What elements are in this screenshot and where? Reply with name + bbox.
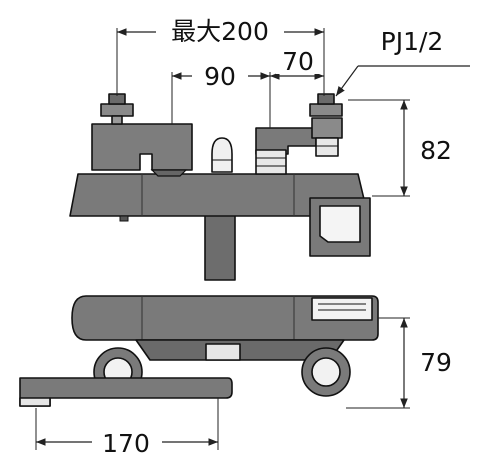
left-inlet-fitting [100,93,134,125]
dim-height: 82 [420,136,452,165]
side-view [19,295,379,407]
right-elbow-arm [255,127,317,175]
dim-center-offset: 90 [204,62,236,91]
right-elbow-side [301,347,351,397]
right-inlet-fitting [309,93,343,157]
supply-pipe [204,213,236,281]
left-handle [91,123,193,171]
spout [19,377,233,407]
dim-pipe-thread: PJ1/2 [381,27,444,56]
right-handle-side [311,297,373,321]
dim-spout-length: 170 [102,429,150,458]
front-view [69,93,371,281]
dim-depth: 79 [420,348,452,377]
faucet-body-side [71,295,379,341]
dim-max-width: 最大200 [171,17,269,46]
dim-right-offset: 70 [282,47,314,76]
dimension-lines [35,16,470,458]
center-knob [211,137,233,173]
dimension-labels: 最大200 90 70 PJ1/2 82 79 170 [102,17,452,458]
right-handle-front [309,197,371,257]
